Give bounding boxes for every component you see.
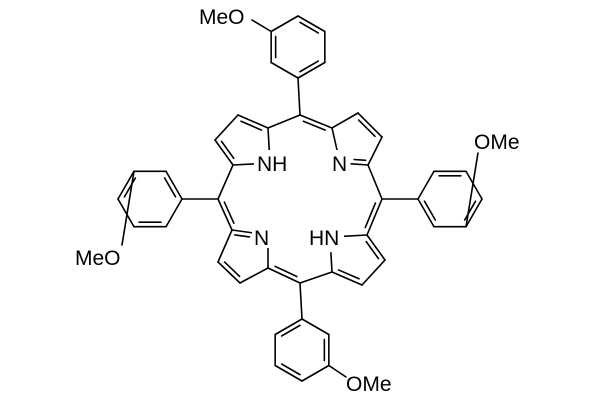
- double-bond-inner: [223, 261, 241, 278]
- double-bond: [237, 114, 269, 129]
- methoxy-right: OMe: [474, 131, 520, 154]
- single-bond: [301, 364, 330, 382]
- single-bond: [214, 114, 239, 141]
- double-bond-inner: [299, 60, 320, 73]
- single-bond: [299, 282, 303, 320]
- n-label-top: N: [332, 153, 347, 176]
- double-bond: [217, 198, 233, 231]
- methoxy-labels: MeO MeO OMe OMe: [75, 6, 520, 396]
- double-bond: [465, 198, 483, 228]
- double-bond: [417, 198, 435, 228]
- single-bond: [465, 170, 483, 200]
- nh-label-top: NH: [257, 153, 287, 176]
- single-bond: [417, 170, 435, 200]
- single-bond: [165, 198, 183, 228]
- double-bond-inner: [274, 265, 298, 278]
- double-bond-inner: [353, 158, 367, 162]
- methoxy-left: MeO: [75, 247, 121, 270]
- single-bond: [330, 251, 333, 273]
- double-bond-inner: [280, 324, 301, 337]
- double-bond: [331, 271, 363, 286]
- double-bond: [267, 267, 301, 284]
- double-bond: [297, 61, 326, 79]
- atom-labels: NH N N HN: [252, 150, 350, 250]
- single-bond: [328, 364, 347, 378]
- single-bond: [239, 267, 269, 284]
- double-bond: [357, 112, 383, 138]
- double-bond-inner: [423, 200, 437, 221]
- single-bond: [465, 152, 479, 228]
- single-bond: [217, 164, 234, 200]
- double-bond-inner: [365, 240, 380, 260]
- single-bond: [267, 114, 301, 129]
- double-bond-inner: [163, 177, 177, 198]
- double-bond: [366, 198, 383, 236]
- double-bond: [274, 318, 303, 336]
- double-bond-inner: [123, 177, 137, 198]
- double-bond: [117, 170, 135, 200]
- double-bond-inner: [337, 269, 360, 280]
- double-bond-inner: [240, 120, 263, 131]
- single-bond: [361, 259, 386, 286]
- double-bond-inner: [223, 201, 235, 224]
- double-bond: [299, 114, 333, 129]
- single-bond: [117, 198, 135, 228]
- double-bond: [214, 139, 234, 166]
- single-bond: [301, 318, 330, 336]
- double-bond-inner: [357, 119, 376, 138]
- single-bond: [367, 136, 383, 166]
- double-bond: [231, 229, 255, 234]
- double-bond-inner: [302, 120, 326, 131]
- double-bond: [350, 163, 369, 166]
- double-bond-inner: [220, 140, 235, 160]
- double-bond-inner: [364, 202, 377, 229]
- methoxy-top: MeO: [199, 6, 245, 29]
- methoxy-bottom: OMe: [346, 373, 392, 396]
- single-bond: [331, 112, 359, 129]
- n-label-bottom: N: [254, 227, 269, 250]
- single-bond: [251, 19, 272, 33]
- double-bond-inner: [463, 200, 477, 221]
- double-bond-inner: [299, 21, 320, 34]
- double-bond-inner: [234, 234, 251, 238]
- double-bond: [297, 15, 326, 33]
- single-bond: [297, 77, 301, 116]
- single-bond: [367, 164, 383, 200]
- single-bond: [340, 234, 368, 238]
- single-bond: [121, 170, 135, 246]
- bonds: [117, 15, 483, 382]
- single-bond: [267, 127, 271, 154]
- single-bond: [299, 271, 333, 284]
- single-bond: [232, 163, 255, 166]
- double-bond-inner: [280, 363, 301, 376]
- single-bond: [331, 127, 339, 152]
- double-bond: [217, 261, 241, 284]
- single-bond: [270, 61, 299, 79]
- double-bond: [274, 364, 303, 382]
- single-bond: [217, 229, 233, 263]
- hn-label-bottom: HN: [309, 227, 339, 250]
- single-bond: [270, 15, 299, 33]
- double-bond: [366, 234, 386, 261]
- double-bond: [165, 170, 183, 200]
